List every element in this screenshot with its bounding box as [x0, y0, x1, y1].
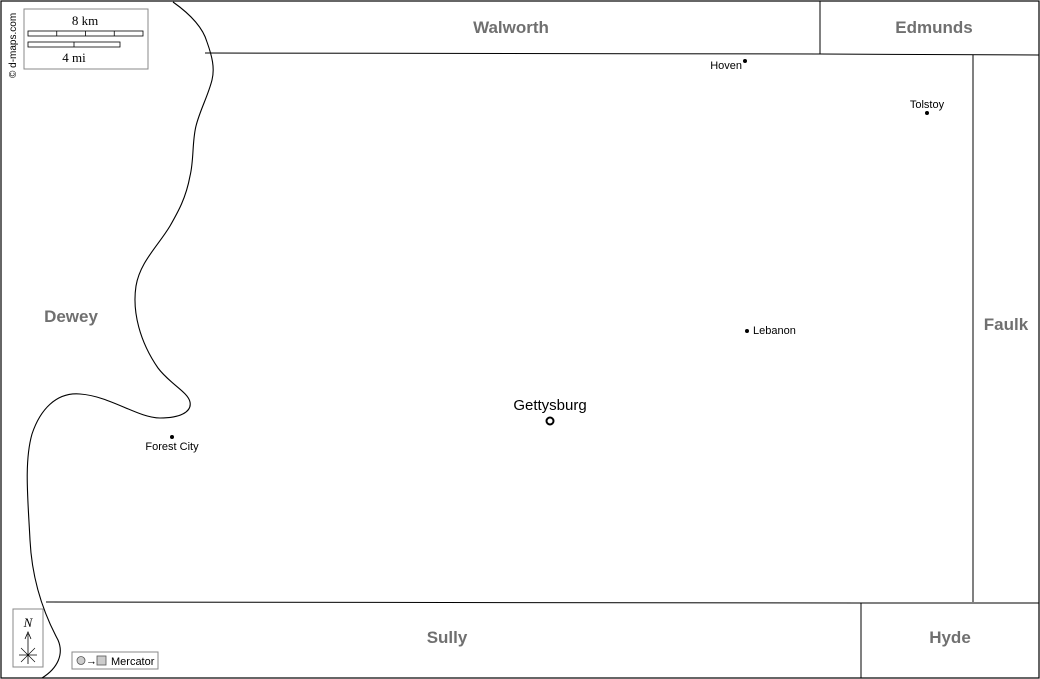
projection-label: Mercator: [111, 656, 155, 668]
arrow-icon: →: [86, 656, 97, 668]
county-label-edmunds: Edmunds: [895, 18, 972, 37]
globe-icon: [76, 656, 86, 665]
projection-frame: [71, 651, 159, 670]
place-tolstoy: Tolstoy: [910, 99, 945, 115]
flat-map-icon: [96, 655, 107, 666]
town-label: Lebanon: [753, 325, 796, 337]
county-boundaries: [45, 1, 1040, 678]
scale-mi-label: 4 mi: [62, 50, 86, 65]
town-dot: [745, 329, 749, 333]
county-seat-label: Gettysburg: [513, 397, 586, 414]
scale-bar: 8 km 4 mi: [23, 8, 149, 70]
county-label-hyde: Hyde: [929, 628, 971, 647]
county-label-walworth: Walworth: [473, 18, 549, 37]
place-gettysburg: Gettysburg: [513, 397, 587, 426]
credit-text: © d-maps.com: [8, 13, 19, 78]
county-label-faulk: Faulk: [984, 315, 1029, 334]
north-arrow: N: [12, 608, 44, 668]
missouri-river: [26, 1, 214, 679]
town-dot: [743, 59, 747, 63]
north-label: N: [23, 615, 34, 630]
place-lebanon: Lebanon: [745, 325, 796, 337]
town-label: Hoven: [710, 60, 742, 72]
town-dot: [925, 111, 929, 115]
scale-km-label: 8 km: [72, 13, 98, 28]
projection-box: → Mercator: [71, 651, 159, 670]
county-label-dewey: Dewey: [44, 307, 98, 326]
town-label: Forest City: [145, 441, 199, 453]
place-forest-city: Forest City: [145, 435, 199, 453]
scale-box: [23, 8, 149, 70]
place-hoven: Hoven: [710, 59, 747, 72]
county-label-sully: Sully: [427, 628, 468, 647]
town-label: Tolstoy: [910, 99, 945, 111]
county-seat-marker: [545, 416, 555, 426]
town-dot: [170, 435, 174, 439]
